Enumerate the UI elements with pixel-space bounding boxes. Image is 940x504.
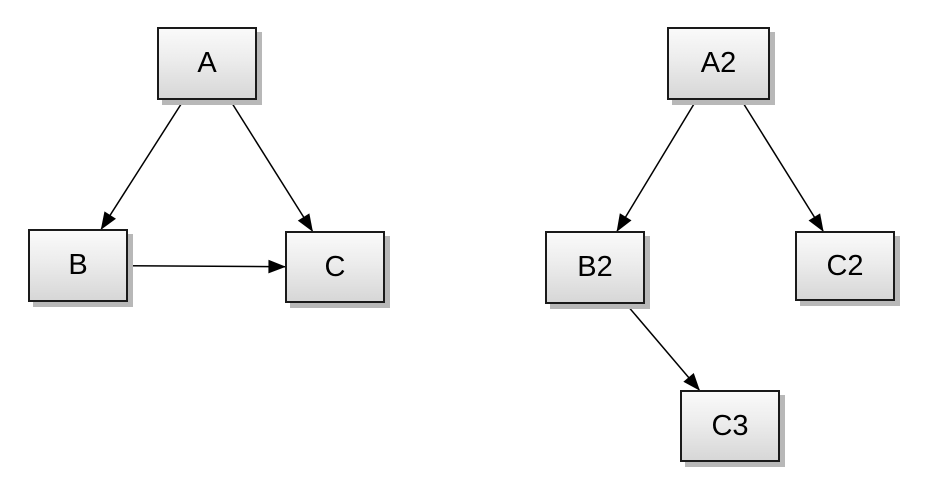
edge-a-to-b [100,99,185,230]
node-label: A [197,47,217,79]
edge-a2-to-b2 [616,99,698,232]
diagram-node-c3[interactable]: C3 [680,390,780,462]
node-label: A2 [700,47,737,79]
diagram-node-c[interactable]: C [285,231,385,303]
diagram-node-a2[interactable]: A2 [667,27,770,100]
edge-b-to-c [127,259,286,274]
diagram-node-b2[interactable]: B2 [545,231,645,304]
diagram-node-b[interactable]: B [28,229,128,302]
edge-a-to-c [229,99,314,232]
node-label: C2 [826,249,864,282]
diagram-node-a[interactable]: A [157,27,257,100]
node-label: C3 [711,409,749,442]
edge-group [100,99,824,391]
edge-b2-to-c3 [625,303,700,391]
diagram-node-c2[interactable]: C2 [795,231,895,301]
node-label: B [68,249,88,281]
node-label: C [324,250,346,283]
edge-a2-to-c2 [740,99,824,232]
node-label: B2 [577,251,613,283]
